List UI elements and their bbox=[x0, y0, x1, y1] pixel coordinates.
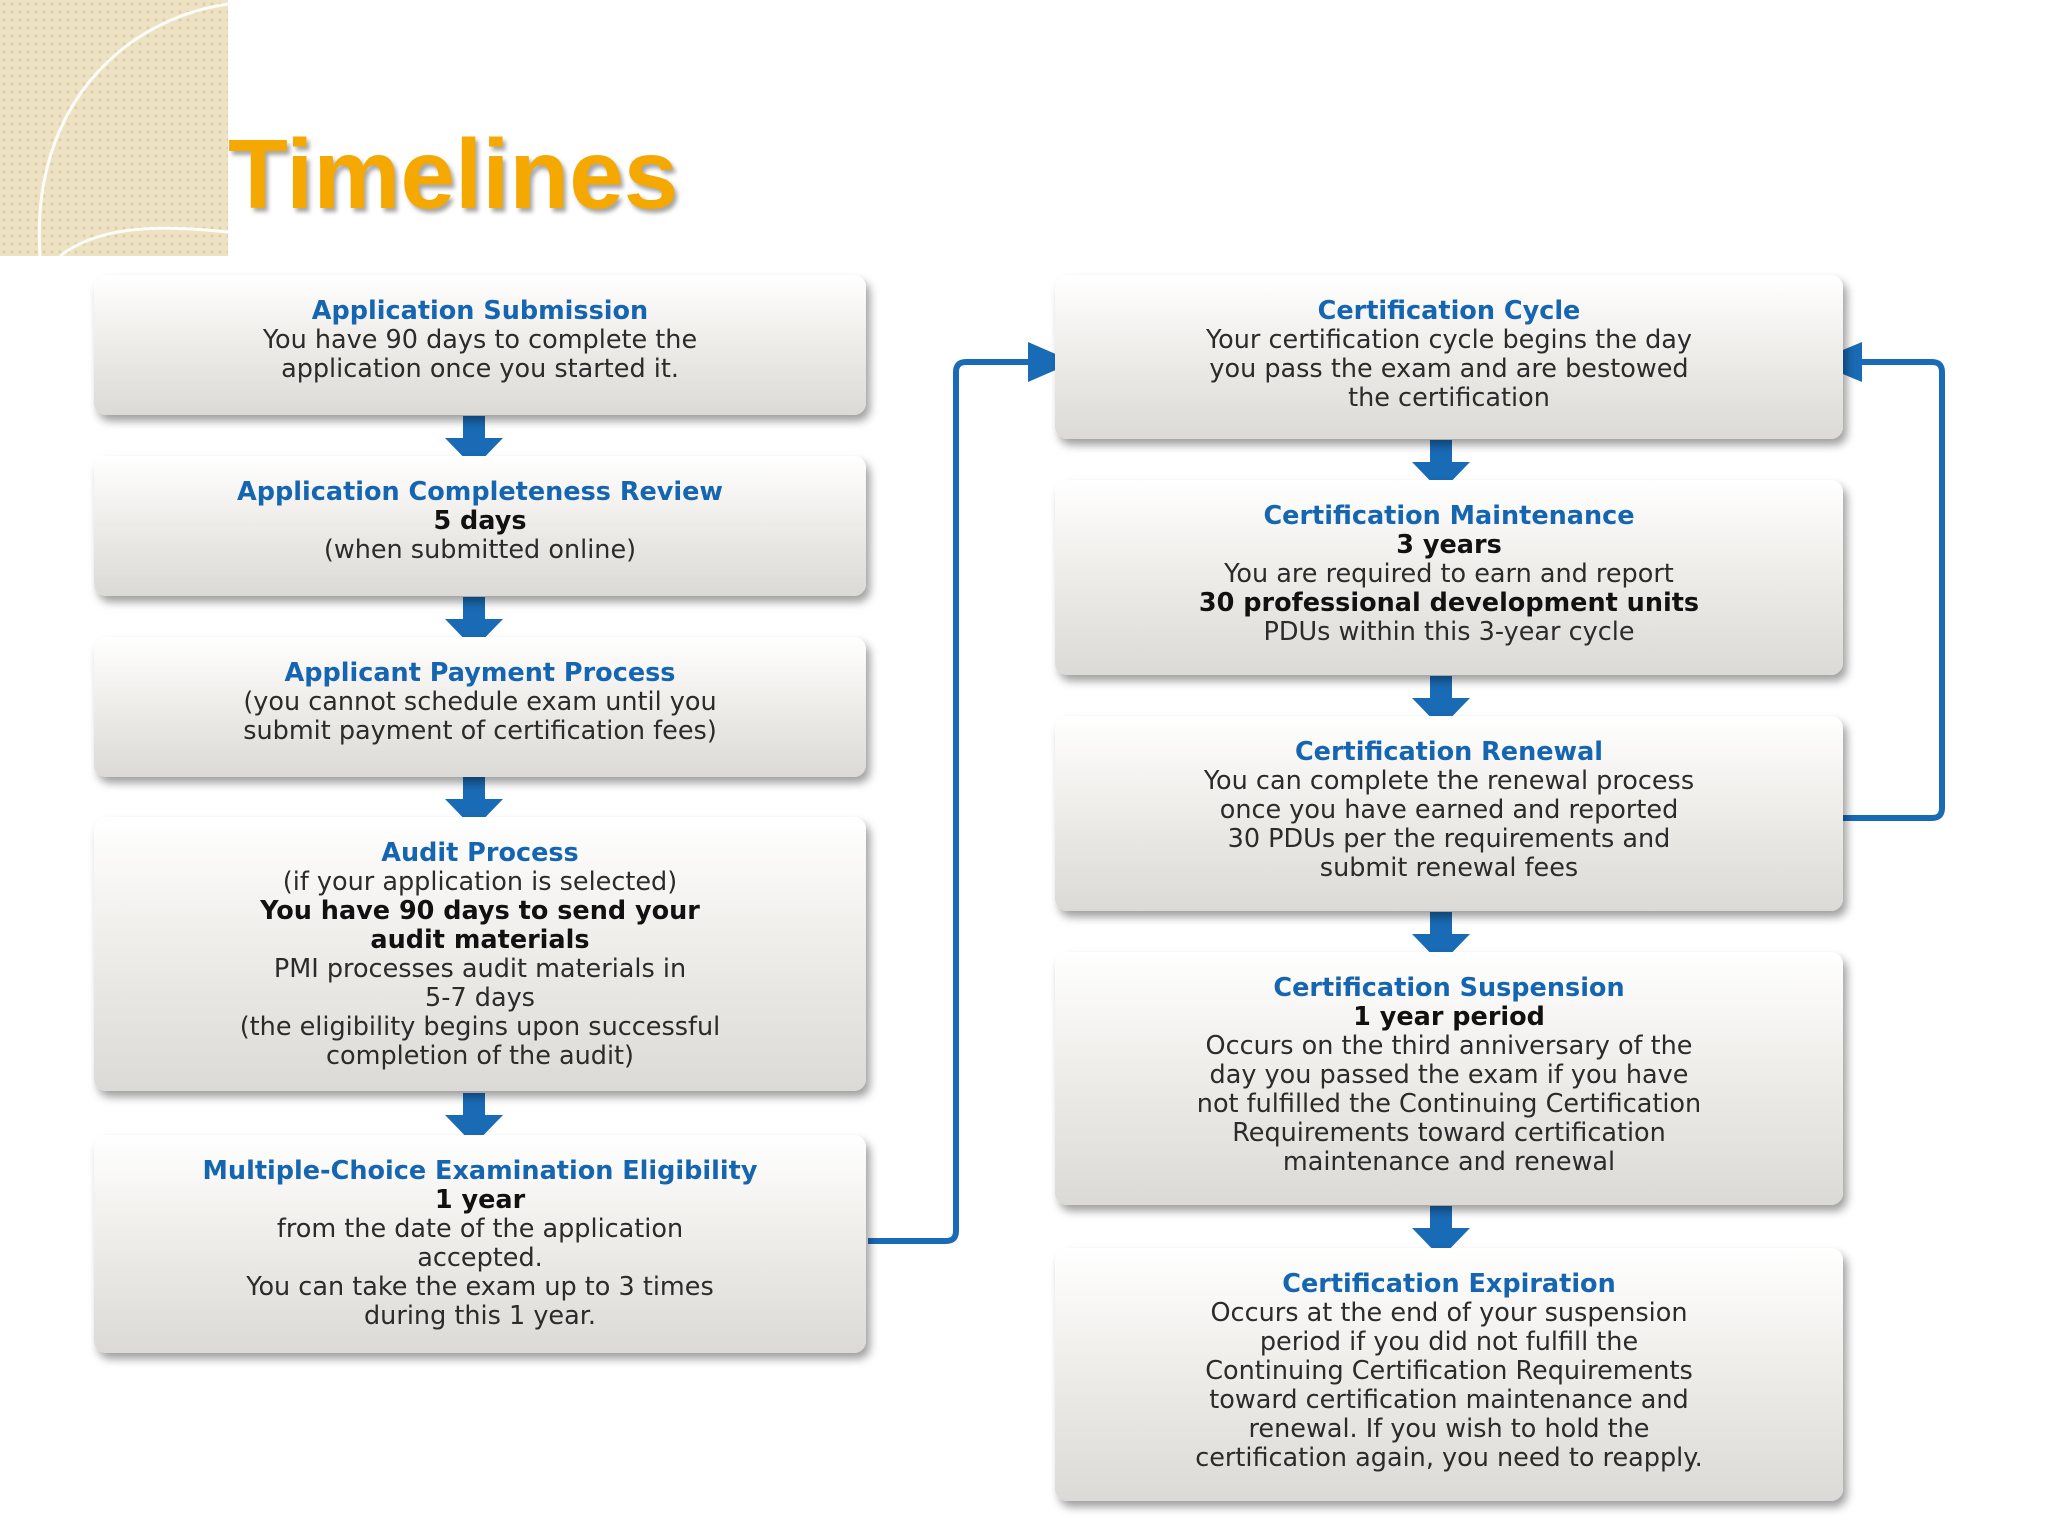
step-application-completeness-review: Application Completeness Review 5 days (… bbox=[94, 456, 866, 596]
step-heading: Applicant Payment Process bbox=[284, 658, 676, 688]
step-heading: Certification Renewal bbox=[1294, 737, 1604, 767]
step-certification-expiration: Certification Expiration Occurs at the e… bbox=[1055, 1248, 1843, 1501]
step-line: 1 year bbox=[434, 1185, 526, 1215]
step-line: maintenance and renewal bbox=[1282, 1147, 1616, 1177]
step-line: PMI processes audit materials in bbox=[273, 954, 687, 984]
step-audit-process: Audit Process (if your application is se… bbox=[94, 817, 866, 1091]
step-line: You can take the exam up to 3 times bbox=[246, 1272, 714, 1302]
step-line: application once you started it. bbox=[281, 354, 679, 384]
step-heading: Certification Cycle bbox=[1317, 296, 1581, 326]
step-application-submission: Application Submission You have 90 days … bbox=[94, 275, 866, 415]
step-heading: Audit Process bbox=[381, 838, 579, 868]
step-line: 1 year period bbox=[1353, 1002, 1545, 1032]
step-line: submit payment of certification fees) bbox=[243, 716, 717, 746]
step-certification-maintenance: Certification Maintenance 3 years You ar… bbox=[1055, 480, 1843, 675]
step-heading: Application Submission bbox=[311, 296, 649, 326]
step-line: PDUs within this 3-year cycle bbox=[1263, 617, 1635, 647]
eligibility-to-cycle-connector bbox=[868, 342, 1074, 1244]
step-line: You are required to earn and report bbox=[1224, 559, 1674, 589]
step-line: once you have earned and reported bbox=[1219, 795, 1679, 825]
step-line: You can complete the renewal process bbox=[1203, 766, 1695, 796]
step-line: (when submitted online) bbox=[323, 535, 637, 565]
step-line: (if your application is selected) bbox=[282, 867, 678, 897]
step-line: audit materials bbox=[370, 925, 590, 955]
step-line: during this 1 year. bbox=[364, 1301, 596, 1331]
step-line: certification again, you need to reapply… bbox=[1195, 1443, 1703, 1473]
step-line: period if you did not fulfill the bbox=[1259, 1327, 1639, 1357]
step-line: from the date of the application bbox=[276, 1214, 684, 1244]
step-line: Your certification cycle begins the day bbox=[1205, 325, 1693, 355]
step-line: the certification bbox=[1348, 383, 1550, 413]
step-line: completion of the audit) bbox=[325, 1041, 635, 1071]
step-certification-renewal: Certification Renewal You can complete t… bbox=[1055, 716, 1843, 911]
step-line: toward certification maintenance and bbox=[1209, 1385, 1689, 1415]
step-line: submit renewal fees bbox=[1319, 853, 1579, 883]
step-line: (you cannot schedule exam until you bbox=[243, 687, 717, 717]
step-line: (the eligibility begins upon successful bbox=[239, 1012, 721, 1042]
step-certification-cycle: Certification Cycle Your certification c… bbox=[1055, 275, 1843, 439]
step-line: 5-7 days bbox=[425, 983, 535, 1013]
corner-decoration bbox=[0, 0, 229, 258]
step-applicant-payment-process: Applicant Payment Process (you cannot sc… bbox=[94, 637, 866, 777]
step-line: Occurs at the end of your suspension bbox=[1210, 1298, 1688, 1328]
step-examination-eligibility: Multiple-Choice Examination Eligibility … bbox=[94, 1135, 866, 1353]
step-line: You have 90 days to send your bbox=[260, 896, 700, 926]
step-line: Continuing Certification Requirements bbox=[1205, 1356, 1693, 1386]
step-heading: Certification Suspension bbox=[1273, 973, 1625, 1003]
step-certification-suspension: Certification Suspension 1 year period O… bbox=[1055, 952, 1843, 1205]
step-line: day you passed the exam if you have bbox=[1209, 1060, 1689, 1090]
slide-title: Timelines bbox=[228, 119, 679, 229]
step-heading: Multiple-Choice Examination Eligibility bbox=[202, 1156, 758, 1186]
step-line: You have 90 days to complete the bbox=[262, 325, 698, 355]
step-line: you pass the exam and are bestowed bbox=[1209, 354, 1689, 384]
step-heading: Certification Maintenance bbox=[1263, 501, 1635, 531]
step-heading: Certification Expiration bbox=[1282, 1269, 1616, 1299]
step-line: 5 days bbox=[433, 506, 527, 536]
step-line: renewal. If you wish to hold the bbox=[1248, 1414, 1650, 1444]
step-line: 3 years bbox=[1396, 530, 1502, 560]
step-line: Occurs on the third anniversary of the bbox=[1205, 1031, 1693, 1061]
step-line: not fulfilled the Continuing Certificati… bbox=[1196, 1089, 1702, 1119]
step-line: Requirements toward certification bbox=[1232, 1118, 1666, 1148]
step-line: 30 PDUs per the requirements and bbox=[1227, 824, 1671, 854]
step-line: 30 professional development units bbox=[1198, 588, 1700, 618]
step-line: accepted. bbox=[417, 1243, 543, 1273]
step-heading: Application Completeness Review bbox=[237, 477, 723, 507]
